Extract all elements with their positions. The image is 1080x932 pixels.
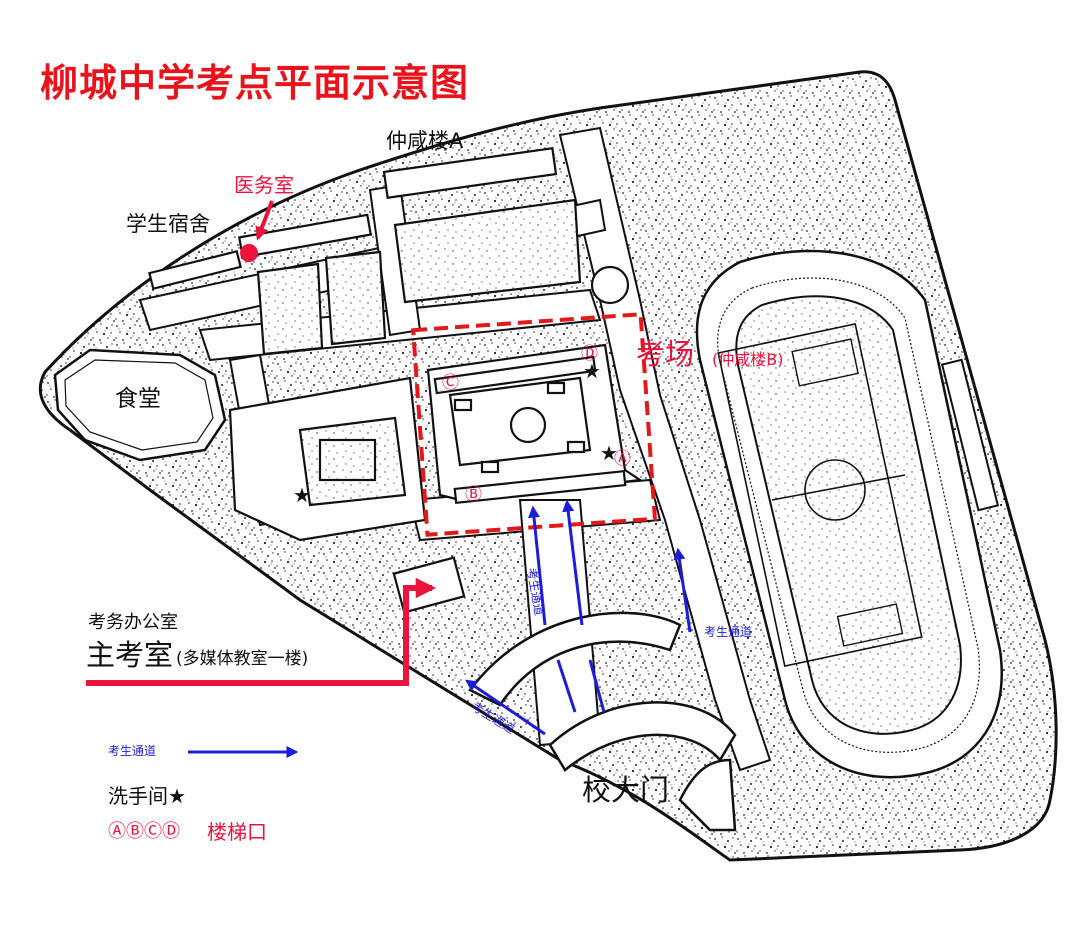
stair-marker-c: Ⓒ	[442, 373, 459, 393]
roundabout	[590, 265, 630, 305]
legend-stairs-symbols: ⒶⒷⒸⒹ	[108, 821, 180, 842]
main-exam-room-label: 主考室	[86, 638, 174, 672]
clinic-pointer	[255, 200, 274, 241]
main-exam-room-pointer	[86, 577, 437, 686]
building-a-label: 仲咸楼A	[386, 129, 464, 153]
student-path-arrows	[188, 499, 692, 758]
multimedia-building	[228, 376, 427, 542]
restroom-star-2: ★	[600, 441, 618, 465]
blocks	[256, 198, 582, 356]
exam-office-label: 考务办公室	[88, 612, 178, 633]
clinic-label: 医务室	[234, 173, 294, 197]
legend-stairs: 楼梯口	[207, 820, 267, 844]
school-gate-label: 校大门	[582, 773, 670, 807]
stair-marker-d: Ⓓ	[581, 344, 598, 364]
dormitory-label: 学生宿舍	[126, 212, 210, 236]
east-strip	[940, 358, 1000, 512]
gate-plaza	[468, 611, 737, 832]
restroom-star-3: ★	[293, 483, 311, 507]
exam-hall-label: 考场	[636, 337, 695, 371]
student-path-label-2: 考生通道	[704, 625, 753, 639]
canteen-building	[53, 348, 227, 462]
north-buildings	[148, 147, 558, 290]
stair-marker-b: Ⓑ	[465, 485, 482, 505]
legend-student-path: 考生通道	[108, 744, 157, 758]
sports-field	[695, 249, 1003, 779]
exam-hall-note: (仲咸楼B)	[712, 350, 784, 369]
main-exam-room-note: (多媒体教室一楼)	[176, 649, 309, 669]
restroom-star-1: ★	[583, 359, 601, 383]
exam-building	[426, 343, 644, 505]
clinic-marker	[240, 244, 258, 262]
canteen-label: 食堂	[115, 386, 161, 412]
legend-restroom: 洗手间★	[108, 784, 186, 808]
stair-marker-a: Ⓐ	[614, 449, 631, 469]
map-title: 柳城中学考点平面示意图	[40, 61, 470, 105]
exam-hall-box	[411, 312, 658, 537]
